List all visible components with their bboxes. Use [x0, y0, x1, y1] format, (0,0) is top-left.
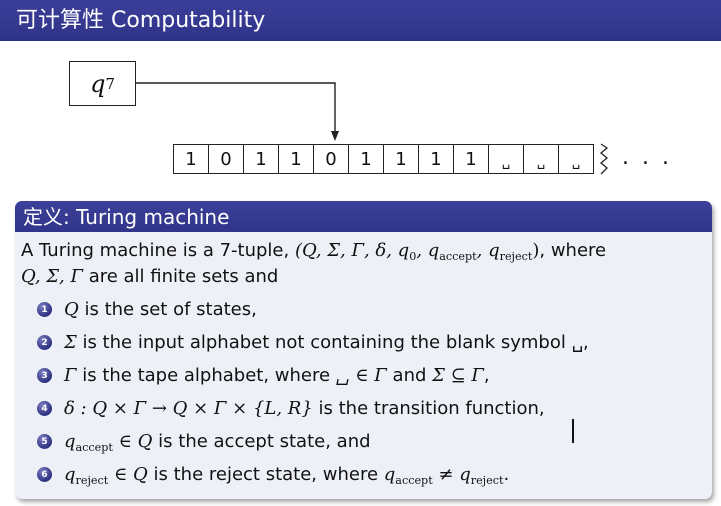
tuple-open: (Q, Σ, Γ, δ, q [294, 240, 410, 261]
item-subscript: accept [395, 473, 433, 487]
item-text: . [503, 463, 510, 485]
tape-torn-end-icon [599, 143, 609, 175]
tape-cell: 0 [209, 145, 244, 173]
tape-cell: 1 [174, 145, 209, 173]
tape-cell: 1 [349, 145, 384, 173]
definition-intro: A Turing machine is a 7-tuple, (Q, Σ, Γ,… [21, 238, 702, 290]
item-text: is the reject state, where [147, 463, 384, 485]
tuple-close: ) [532, 240, 540, 261]
tape-cell: 1 [244, 145, 279, 173]
tape-cell: 1 [454, 145, 489, 173]
tape: 1 0 1 1 0 1 1 1 1 ␣ ␣ ␣ [173, 144, 594, 174]
tape-cell-blank: ␣ [559, 145, 594, 173]
item-text: , [483, 364, 490, 386]
item-text: is the accept state, and [152, 430, 371, 452]
item-math: δ : Q × Γ → Q × Γ × {L, R} [64, 397, 313, 419]
definition-block: 定义: Turing machine A Turing machine is a… [15, 201, 712, 499]
item-math: ∈ Q [108, 463, 148, 485]
sets-math: Q, Σ, Γ [21, 266, 83, 287]
bullet-icon: 4 [37, 401, 52, 416]
item-math: q [64, 430, 76, 452]
bullet-icon: 6 [37, 467, 52, 482]
bullet-icon: 1 [37, 302, 52, 317]
bullet-icon: 3 [37, 368, 52, 383]
item-math: ∈ Q [112, 430, 153, 452]
tape-cell: 0 [314, 145, 349, 173]
bullet-icon: 2 [37, 335, 52, 350]
item-text: and [386, 364, 433, 386]
tape-cell-blank: ␣ [524, 145, 559, 173]
item-subscript: reject [75, 473, 109, 487]
head-arrow [136, 82, 339, 141]
item-math: ≠ q [432, 463, 471, 485]
item-math: Σ [64, 331, 77, 353]
tuple-sub-0: 0 [409, 249, 417, 263]
item-text: is the set of states, [78, 298, 257, 320]
list-item: 5 qaccept ∈ Q is the accept state, and [21, 425, 702, 458]
tuple-sub-accept: accept [439, 249, 477, 263]
definition-body: A Turing machine is a 7-tuple, (Q, Σ, Γ,… [15, 232, 712, 491]
bullet-icon: 5 [37, 434, 52, 449]
item-subscript: accept [75, 440, 113, 454]
intro-text: A Turing machine is a 7-tuple, [21, 240, 290, 261]
tuple-sep: , q [476, 240, 500, 261]
tape-cell: 1 [384, 145, 419, 173]
sets-text: are all finite sets and [82, 266, 279, 287]
list-item: 4 δ : Q × Γ → Q × Γ × {L, R} is the tran… [21, 392, 702, 425]
item-math: Σ ⊆ Γ [432, 364, 484, 386]
item-math: Q [64, 298, 79, 320]
text-cursor [572, 419, 574, 443]
item-math: ␣ ∈ Γ [335, 364, 387, 386]
list-item: 2 Σ is the input alphabet not containing… [21, 326, 702, 359]
item-text: is the tape alphabet, where [76, 364, 336, 386]
tape-cell: 1 [419, 145, 454, 173]
item-math: q [64, 463, 76, 485]
item-math: q [383, 463, 396, 485]
state-label: q [90, 69, 106, 98]
intro-where: , where [539, 240, 607, 261]
list-item: 6 qreject ∈ Q is the reject state, where… [21, 458, 702, 491]
item-text: is the input alphabet not containing the… [76, 331, 589, 353]
tuple-sep: , q [416, 240, 440, 261]
tape-cell-blank: ␣ [489, 145, 524, 173]
list-item: 1 Q is the set of states, [21, 293, 702, 326]
item-text: is the transition function, [312, 397, 545, 419]
tape-cell: 1 [279, 145, 314, 173]
item-math: Γ [64, 364, 77, 386]
tape-ellipsis: . . . [622, 145, 672, 170]
list-item: 3 Γ is the tape alphabet, where ␣ ∈ Γ an… [21, 359, 702, 392]
item-subscript: reject [470, 473, 504, 487]
tuple-sub-reject: reject [499, 249, 533, 263]
definition-title: 定义: Turing machine [15, 201, 712, 232]
slide-title: 可计算性 Computability [0, 0, 721, 41]
tuple-math: (Q, Σ, Γ, δ, q0, qaccept, qreject) [294, 240, 540, 263]
